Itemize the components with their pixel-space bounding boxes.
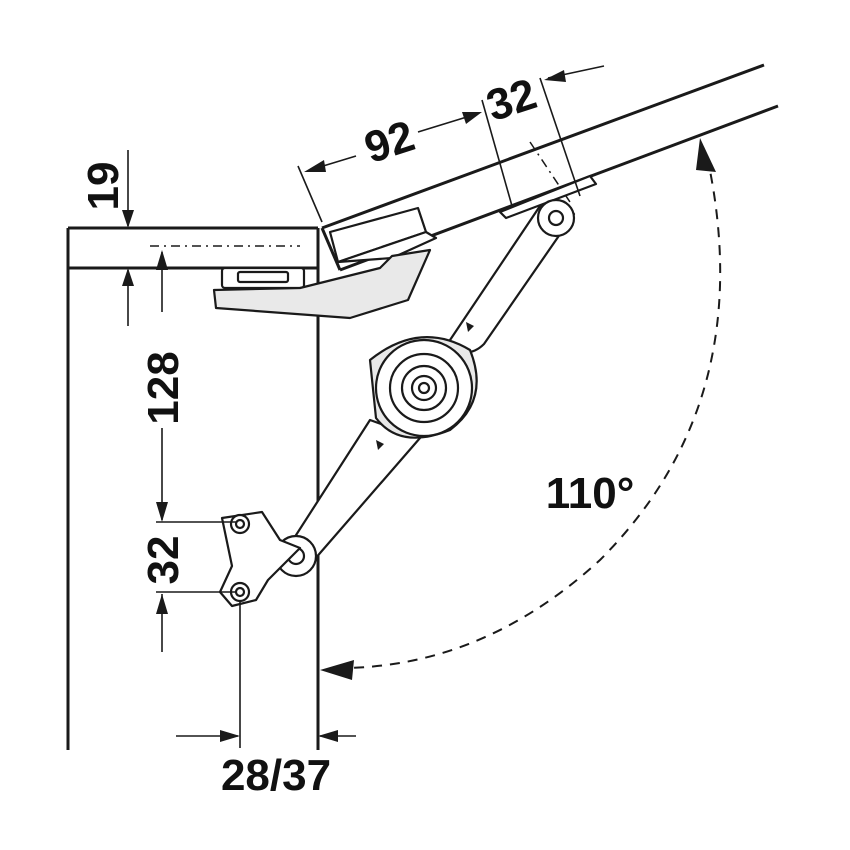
lower-arm: [274, 418, 422, 578]
label-side-hole-spacing: 32: [139, 536, 188, 585]
label-opening-angle: 110°: [546, 469, 635, 518]
side-mounting-plate: [218, 510, 302, 608]
upper-arm: [444, 198, 576, 354]
cabinet-top-panel: [68, 226, 320, 270]
spring-hub: [368, 336, 478, 439]
dim-side-hole-spacing: [156, 521, 236, 652]
dim-side-setback: [176, 600, 356, 748]
label-panel-thickness: 19: [79, 162, 128, 211]
dim-panel-thickness: [122, 150, 134, 326]
label-lid-hole-spacing: 32: [481, 69, 543, 131]
lid-mounting-bracket: [328, 174, 598, 264]
label-lid-hole-offset: 92: [359, 111, 421, 173]
dim-vertical-distance: [156, 250, 168, 522]
opening-angle-arc: [320, 138, 722, 680]
dim-lid-offsets: [297, 65, 605, 223]
label-side-setback: 28/37: [221, 751, 331, 800]
label-vertical-distance: 128: [139, 351, 188, 424]
side-mechanism-housing: [212, 248, 432, 320]
